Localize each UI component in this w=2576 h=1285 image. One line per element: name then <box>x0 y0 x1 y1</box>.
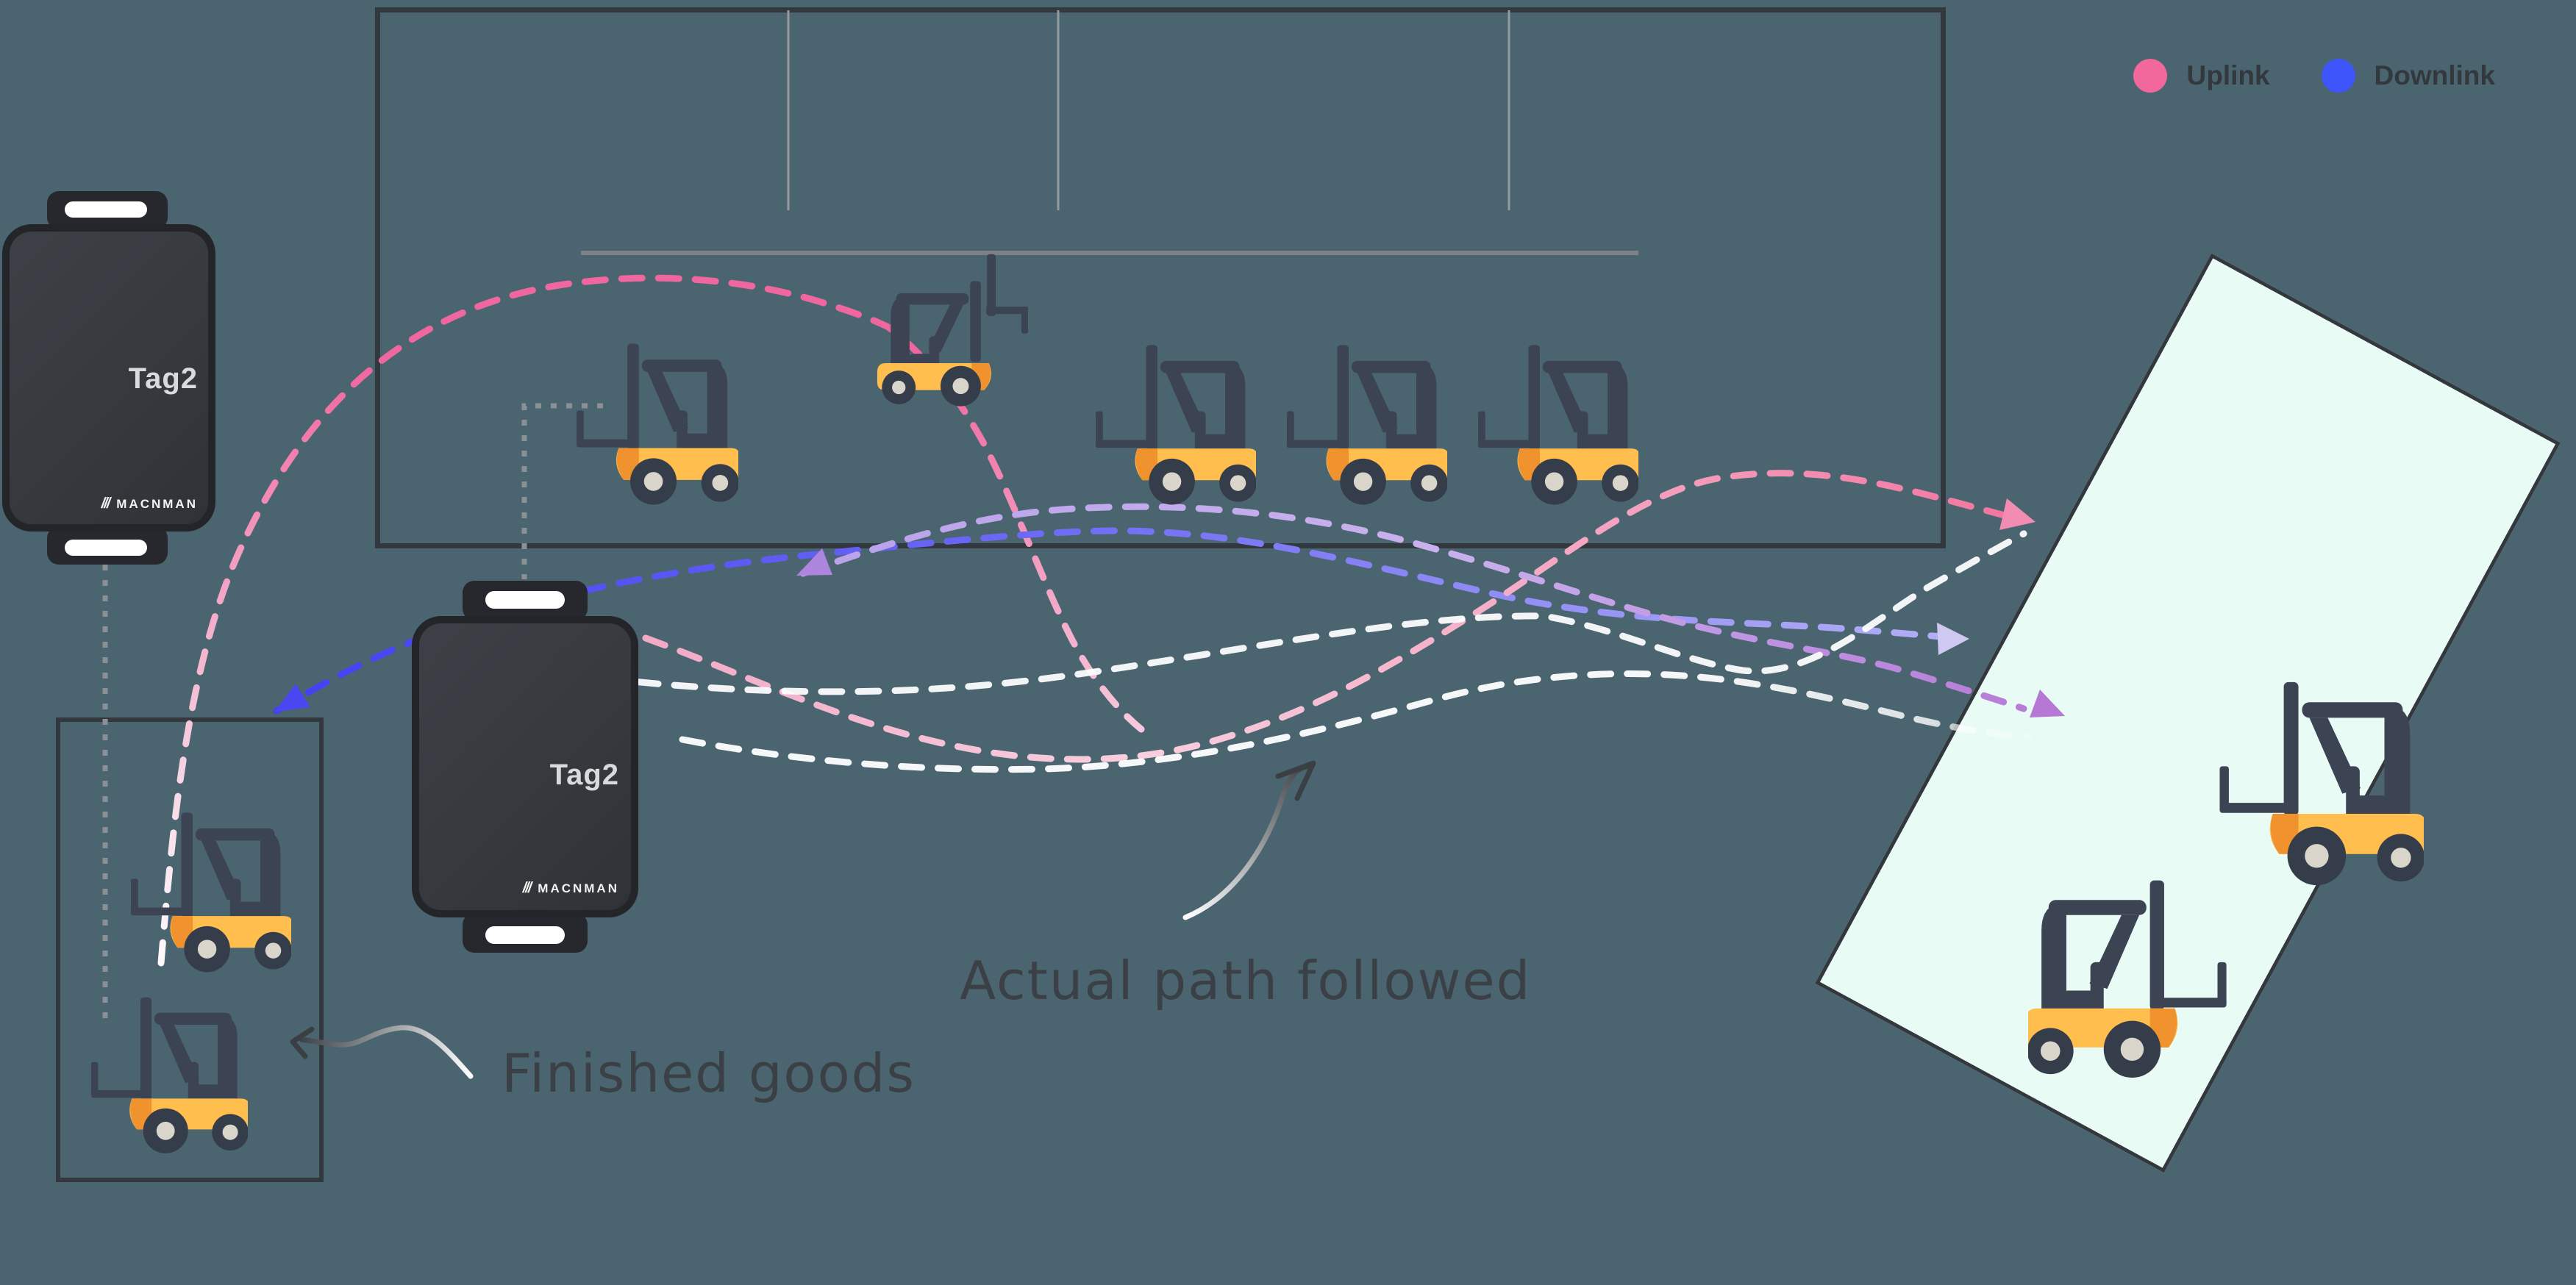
dotted-connector-line <box>521 403 603 579</box>
hand-drawn-arrowhead <box>1275 760 1316 801</box>
tag-mount-slot <box>65 201 147 218</box>
forklift-raised-icon <box>877 253 1028 410</box>
downlink-path-dashed <box>273 527 1945 715</box>
brand-name: MACNMAN <box>116 496 198 511</box>
annotation-actual-path: Actual path followed <box>960 950 1532 1012</box>
forklift-icon <box>1094 338 1256 506</box>
tag-brand: /// MACNMAN <box>523 880 619 897</box>
brand-slashes-icon: /// <box>522 880 532 896</box>
tag-mount-slot <box>485 926 565 944</box>
hand-drawn-arrowhead <box>290 1026 315 1059</box>
downlink-dot-icon <box>2321 59 2355 93</box>
forklift-icon <box>90 991 248 1154</box>
forklift-icon <box>2028 872 2228 1079</box>
legend-label: Uplink <box>2186 60 2270 90</box>
lavender-arrowhead-icon <box>1937 623 1969 655</box>
purple-arrowhead-icon <box>2030 690 2065 717</box>
violet-arrowhead-icon <box>796 548 832 576</box>
white-path-b-dashed <box>679 670 2033 773</box>
annotation-finished-goods: Finished goods <box>502 1042 916 1104</box>
forklift-icon <box>1285 338 1447 506</box>
hand-drawn-arrow <box>299 1025 474 1079</box>
legend-label: Downlink <box>2374 60 2495 90</box>
uplink-path-dashed <box>157 274 1145 967</box>
tag-label: Tag2 <box>128 362 198 395</box>
tag-brand: /// MACNMAN <box>101 495 198 512</box>
uplink-path2-dashed <box>642 470 2005 763</box>
white-path-a-dashed <box>561 530 2027 695</box>
forklift-icon <box>129 806 291 973</box>
brand-slashes-icon: /// <box>101 495 111 512</box>
warehouse-zone-rect <box>375 7 1946 548</box>
brand-name: MACNMAN <box>538 881 619 895</box>
tag-mount-slot <box>485 591 565 609</box>
forklift-icon <box>2218 673 2424 887</box>
uplink-dot-icon <box>2133 59 2168 93</box>
finished-goods-zone-rect <box>56 717 324 1182</box>
legend-item-uplink: Uplink <box>2133 59 2270 93</box>
legend-item-downlink: Downlink <box>2321 59 2495 93</box>
tag-label: Tag2 <box>549 759 619 791</box>
forklift-icon <box>575 337 738 506</box>
pink-arrowhead-icon <box>1999 498 2036 530</box>
tag-mount-slot <box>65 540 147 556</box>
tag-device-body: Tag2 /// MACNMAN <box>2 224 215 531</box>
legend: Uplink Downlink <box>2133 59 2495 93</box>
downlink-arrowhead-icon <box>275 684 310 712</box>
forklift-icon <box>1477 338 1638 506</box>
lavender-path-dashed <box>799 503 2027 712</box>
tag-device-body: Tag2 /// MACNMAN <box>412 616 638 917</box>
hand-drawn-arrow <box>1182 763 1312 920</box>
